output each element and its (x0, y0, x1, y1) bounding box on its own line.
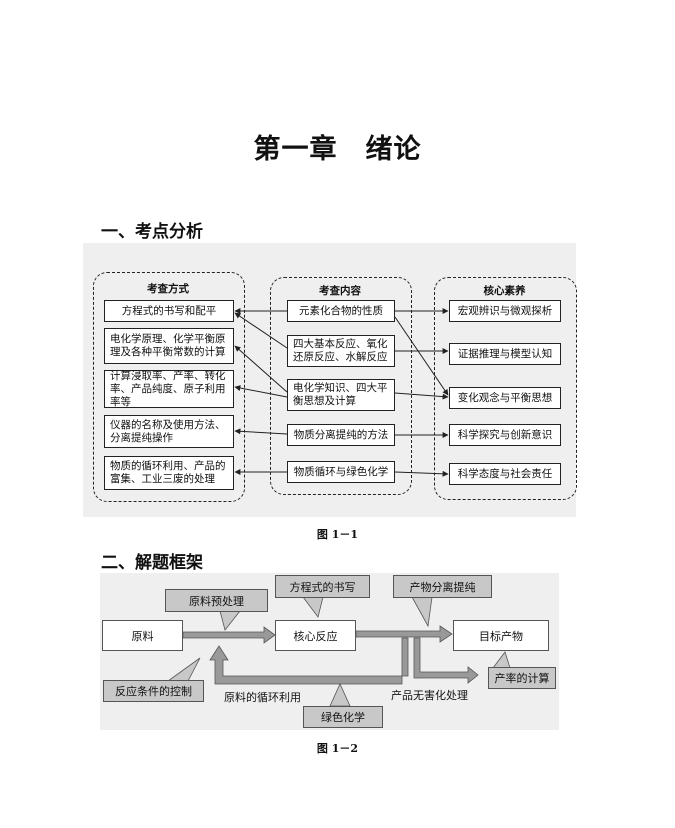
figure-1-1-caption: 图 1－1 (316, 528, 359, 541)
flow-arrow-core-to-target (355, 625, 453, 643)
label-raw-recycling: 原料的循环利用 (224, 691, 301, 704)
section-heading-framework: 二、解题框架 (101, 553, 203, 573)
arrow-content5-literacy5 (394, 470, 449, 477)
pointer-green (329, 683, 351, 707)
method-item: 电化学原理、化学平衡原理及各种平衡常数的计算 (104, 328, 234, 364)
content-item: 四大基本反应、氧化还原反应、水解反应 (287, 335, 395, 367)
method-item: 方程式的书写和配平 (104, 300, 234, 322)
group-contents (270, 277, 412, 495)
callout-pretreatment: 原料预处理 (165, 589, 268, 612)
box-core-reaction: 核心反应 (275, 620, 356, 651)
box-target-product: 目标产物 (453, 620, 549, 651)
arrow-content2-method1 (234, 312, 288, 349)
callout-product-separation: 产物分离提纯 (393, 575, 492, 598)
contents-title: 考查内容 (319, 285, 361, 297)
content-item: 电化学知识、四大平衡思想及计算 (287, 379, 395, 411)
pointer-equation (302, 596, 324, 618)
callout-equation-writing: 方程式的书写 (275, 575, 370, 598)
callout-yield-calculation: 产率的计算 (488, 667, 556, 689)
flow-arrow-harmless-branch (413, 637, 479, 684)
arrow-content4-method4 (234, 428, 288, 435)
section-heading-analysis: 一、考点分析 (101, 222, 203, 242)
content-item: 物质分离提纯的方法 (287, 424, 395, 446)
pointer-pretreat (219, 610, 241, 631)
literacy-item: 科学态度与社会责任 (449, 463, 561, 485)
method-item: 物质的循环利用、产品的富集、工业三废的处理 (104, 456, 234, 490)
pointer-separation (411, 596, 433, 628)
methods-title: 考查方式 (147, 283, 189, 295)
label-harmless-treatment: 产品无害化处理 (391, 689, 468, 702)
flow-arrow-recycle-loop (209, 637, 409, 685)
literacy-item: 证据推理与模型认知 (449, 343, 561, 365)
method-item: 计算浸取率、产率、转化率、产品纯度、原子利用率等 (104, 370, 234, 408)
callout-green-chemistry: 绿色化学 (303, 706, 383, 728)
literacy-title: 核心素养 (483, 285, 526, 297)
group-methods (93, 272, 245, 502)
flow-arrow-raw-to-core (182, 626, 276, 644)
pointer-yield (492, 651, 511, 669)
arrow-content3-method2 (234, 345, 288, 393)
literacy-item: 科学探究与创新意识 (449, 424, 561, 446)
content-item: 物质循环与绿色化学 (287, 461, 395, 483)
literacy-item: 变化观念与平衡思想 (449, 387, 561, 409)
literacy-item: 宏观辨识与微观探析 (449, 300, 561, 322)
arrow-content3-literacy3 (394, 392, 449, 400)
content-item: 元素化合物的性质 (287, 300, 395, 322)
method-item: 仪器的名称及使用方法、分离提纯操作 (104, 415, 234, 448)
chapter-title: 第一章 绪论 (253, 134, 422, 165)
arrow-content1-literacy3 (394, 316, 449, 396)
pointer-conditions (166, 657, 201, 682)
figure-1-2-caption: 图 1－2 (316, 742, 359, 755)
arrow-content3-method3 (234, 385, 288, 398)
group-literacy (434, 277, 577, 500)
box-raw-material: 原料 (102, 620, 183, 651)
callout-condition-control: 反应条件的控制 (103, 680, 204, 702)
